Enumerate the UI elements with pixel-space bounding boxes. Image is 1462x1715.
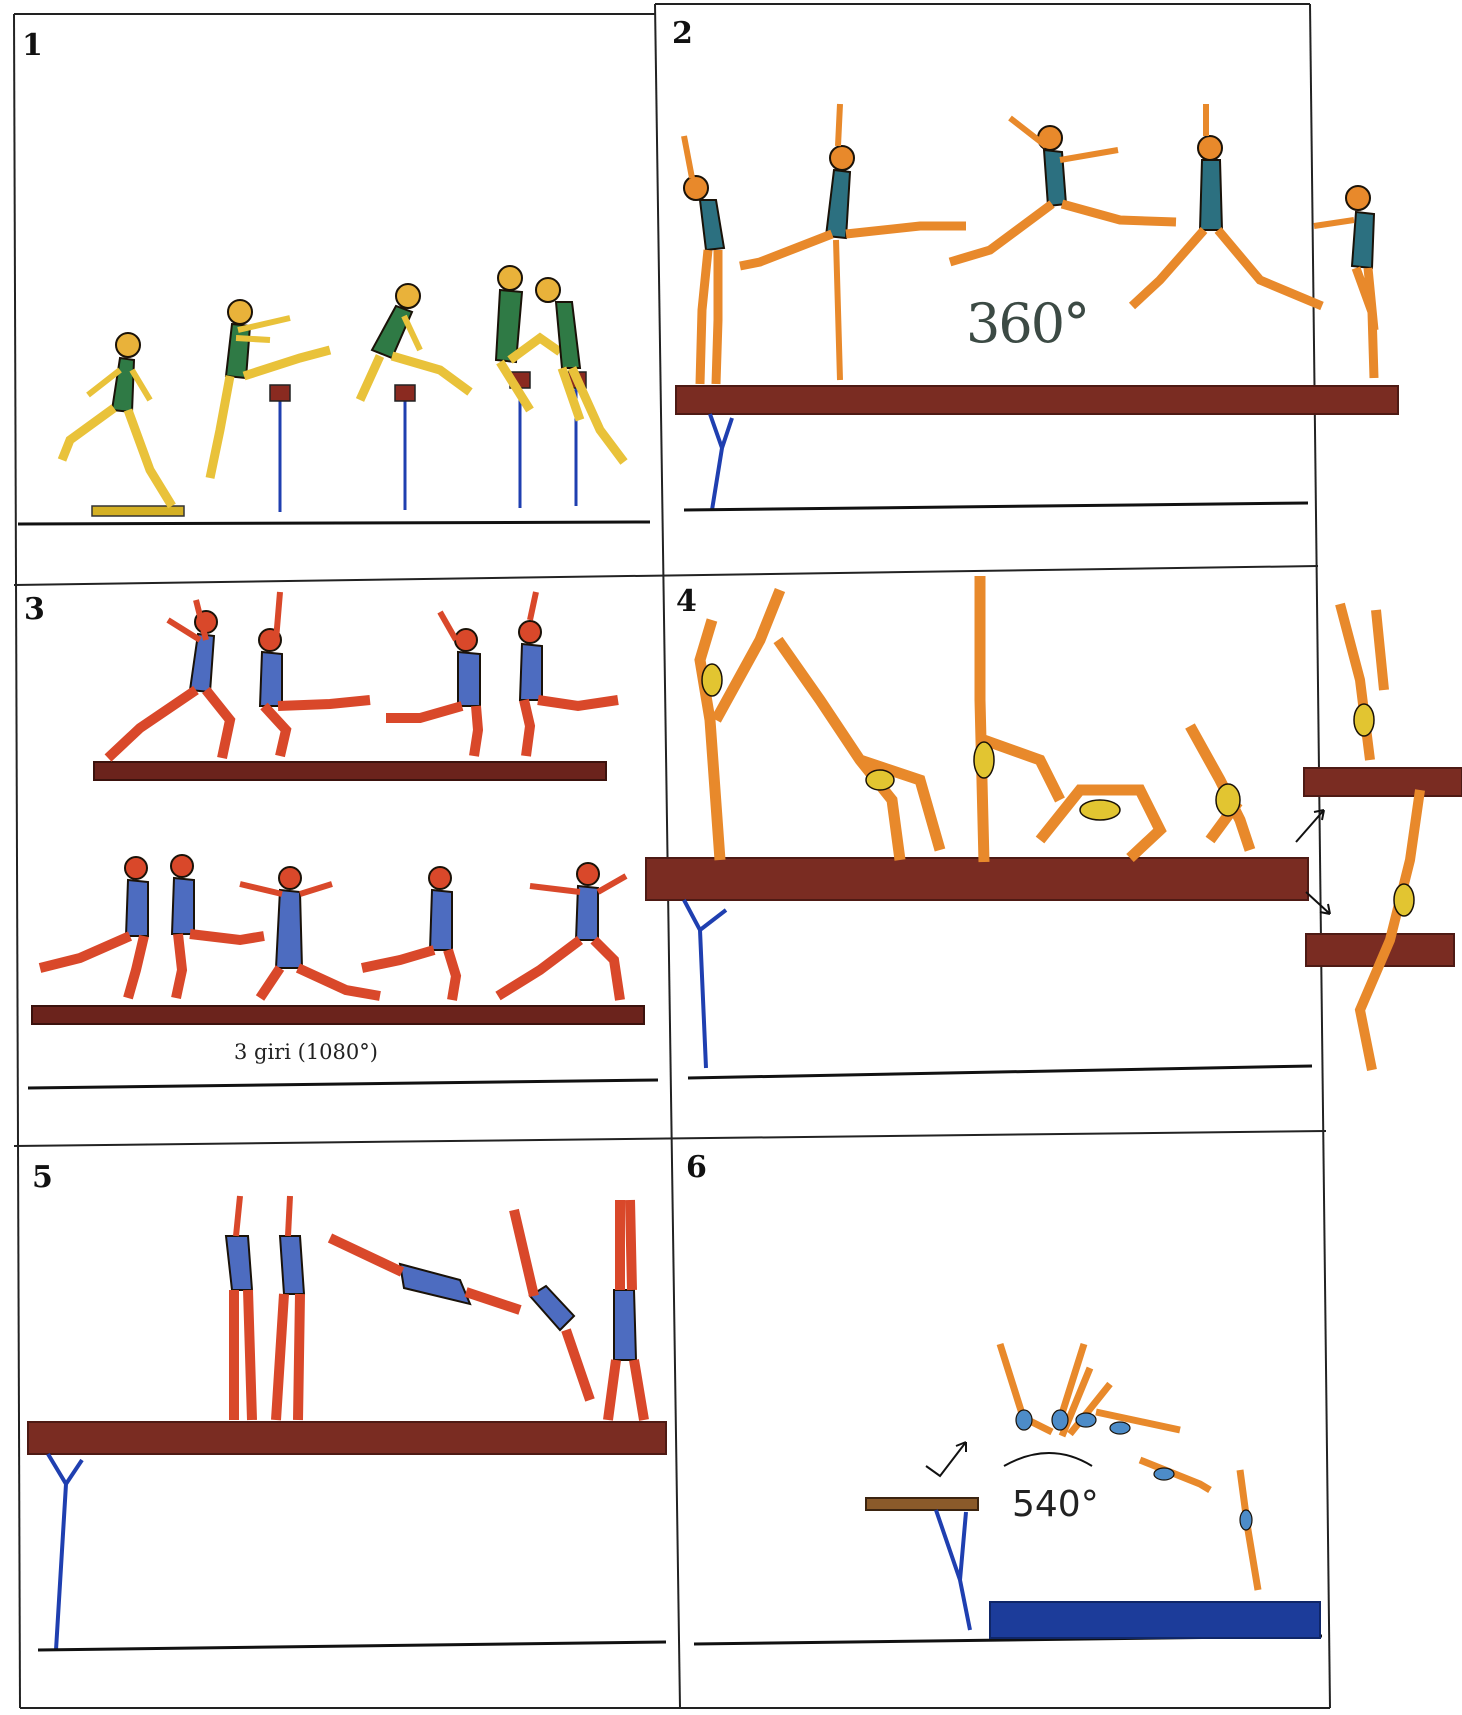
gymnast-figure-side-b <box>1360 790 1420 1070</box>
landing-mat <box>990 1602 1320 1638</box>
panel-3-number: 3 <box>24 592 45 627</box>
beam-end <box>866 1498 978 1510</box>
rotation-arc <box>1004 1453 1092 1466</box>
gymnast-figure-landing <box>1314 186 1374 378</box>
turn-figures-bottom <box>40 855 626 1000</box>
balance-beam-top <box>94 762 606 780</box>
handstand-sequence <box>226 1196 644 1420</box>
gymnast-figure-cartwheel <box>514 1210 590 1400</box>
panel-3-drawing <box>28 592 658 1088</box>
floor-line <box>38 1642 666 1650</box>
floor-line <box>688 1066 1312 1078</box>
gymnast-figure-stand-arch <box>684 136 724 384</box>
beam-support <box>684 900 726 1068</box>
jump-blocks <box>280 385 576 512</box>
beam-end-support <box>936 1510 970 1630</box>
gymnast-figure-dive <box>330 1238 520 1310</box>
grid-line-row1 <box>14 566 1318 585</box>
balance-beam <box>646 858 1308 900</box>
balance-beam <box>676 386 1398 414</box>
gymnast-figure-walkover <box>778 640 940 860</box>
gymnast-figure-lunge <box>108 600 230 758</box>
takeoff-arrow <box>926 1442 966 1476</box>
panel-2-number: 2 <box>672 16 693 51</box>
gymnast-figure-pike <box>536 278 624 462</box>
gymnast-figure-squat-turn <box>259 592 370 756</box>
gymnast-figure-arms-up-2 <box>276 1196 304 1420</box>
gymnast-figure-side-a <box>1340 604 1384 760</box>
block-tops <box>270 372 586 401</box>
beam-support <box>48 1454 82 1650</box>
turn-figures-top <box>108 592 618 758</box>
panel-3-turns-label: 3 giri (1080°) <box>234 1040 378 1064</box>
gymnast-figure-handstand-end <box>608 1200 644 1420</box>
gymnast-figure-squat-turn-2 <box>386 612 480 756</box>
gymnast-figure-squat-b <box>171 855 264 998</box>
panel-6-drawing <box>694 1344 1322 1644</box>
side-beam-top <box>1304 768 1462 796</box>
panel-4-number: 4 <box>676 584 697 619</box>
gymnast-figure-squat-c <box>362 867 456 1000</box>
gymnast-figure-run <box>62 333 172 506</box>
floor-line <box>684 503 1308 510</box>
grid-line-left <box>14 14 20 1708</box>
panel-1-number: 1 <box>22 28 43 63</box>
grid-line-right <box>1310 4 1330 1708</box>
gymnast-figure-handstand <box>980 576 1060 862</box>
floor-line <box>28 1080 658 1088</box>
gymnast-figure-squat-a <box>40 857 148 998</box>
grid-line-row2 <box>14 1131 1326 1146</box>
balance-beam <box>28 1422 666 1454</box>
gymnast-figure-arms-up <box>226 1196 252 1420</box>
panel-5-drawing <box>28 1196 666 1650</box>
gymnast-figure-straddle <box>1132 104 1322 306</box>
panel-5-number: 5 <box>32 1160 53 1195</box>
gymnast-figure-tuck <box>360 284 470 400</box>
springboard <box>92 506 184 516</box>
floor-line <box>18 522 650 524</box>
panel-2-rotation-label: 360° <box>966 292 1088 355</box>
panel-1-drawing <box>18 266 650 524</box>
gymnast-figure-backbend <box>700 590 780 860</box>
direction-arrow-down <box>1306 892 1330 914</box>
gymnast-figure-turning-leap <box>950 118 1176 262</box>
gymnast-figure-split-leap <box>740 104 966 380</box>
gymnast-figure-squat-turn-3 <box>519 592 618 756</box>
panel-6-rotation-label: 540° <box>1012 1484 1099 1525</box>
dismount-figures <box>1000 1344 1258 1590</box>
balance-beam-bottom <box>32 1006 644 1024</box>
panel-6-number: 6 <box>686 1150 707 1185</box>
beam-support <box>710 414 732 510</box>
panel-4-drawing <box>646 576 1462 1078</box>
gymnast-figure-finish-lunge <box>498 863 626 1000</box>
